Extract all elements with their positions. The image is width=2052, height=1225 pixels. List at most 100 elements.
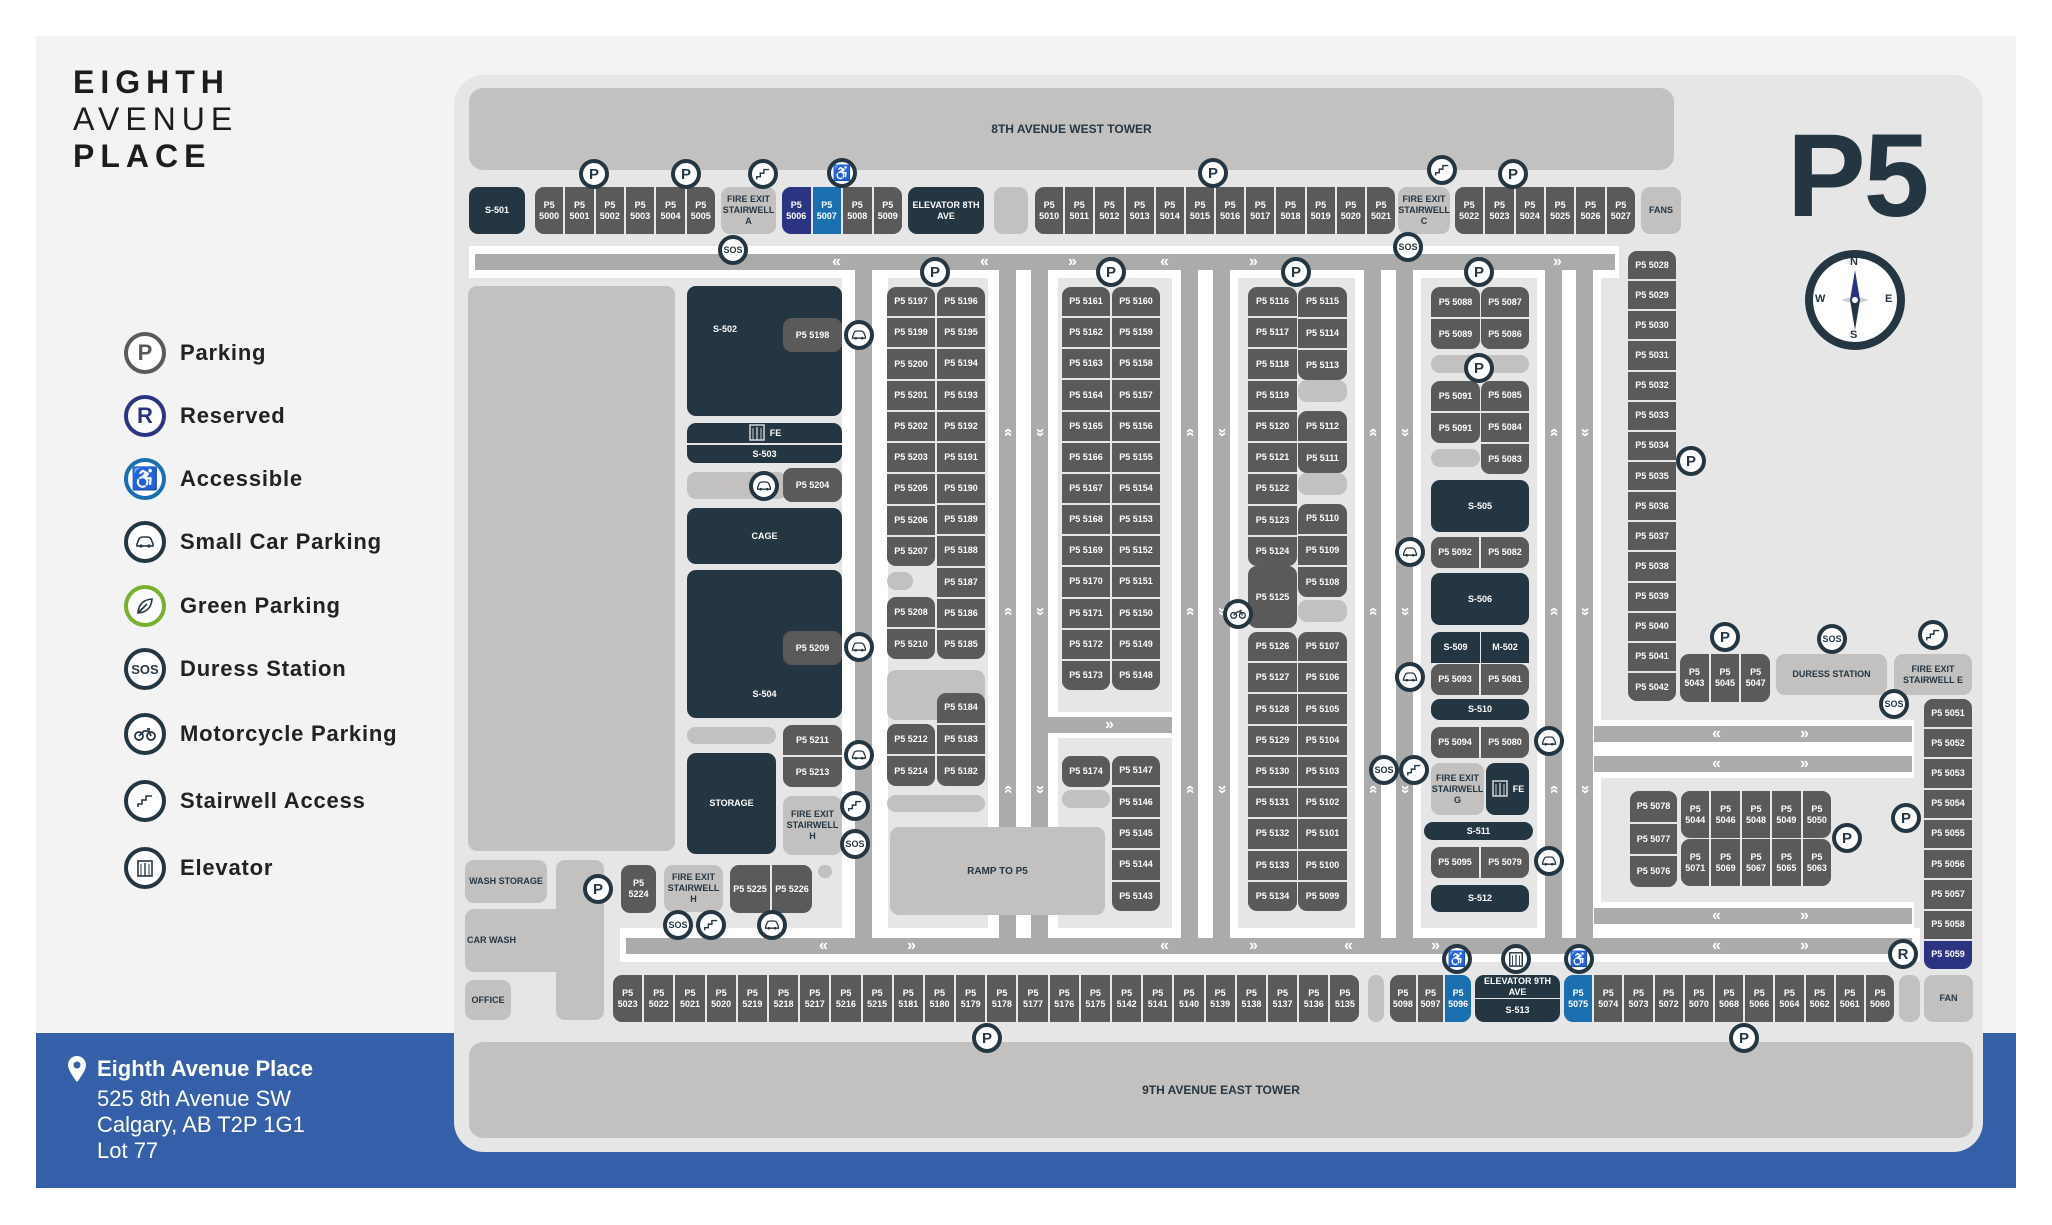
parking-stall: P5 5216 <box>831 975 861 1022</box>
parking-stall: P5 5000 <box>535 187 564 234</box>
parking-stall: P5 5106 <box>1298 663 1347 693</box>
fire-elevator-fe: FE <box>687 423 842 443</box>
parking-stall: P5 5022 <box>1455 187 1484 234</box>
motorcycle-m-502: M-502 <box>1481 632 1529 663</box>
legend-item-small-car: Small Car Parking <box>124 520 382 564</box>
parking-pin-icon: P <box>1198 158 1228 188</box>
parking-stall: P5 5027 <box>1606 187 1635 234</box>
parking-stall: P5 5045 <box>1710 654 1740 702</box>
parking-stall: P5 5208 <box>887 597 935 627</box>
parking-stall: P5 5020 <box>1336 187 1365 234</box>
arrow-up-icon: « <box>1365 785 1382 794</box>
parking-stall: P5 5152 <box>1112 536 1160 566</box>
arrow-up-icon: « <box>1000 428 1017 437</box>
green-icon <box>124 585 166 627</box>
parking-stall: P5 5151 <box>1112 567 1160 597</box>
arrow-down-icon: » <box>1577 428 1594 437</box>
storage-s-511: S-511 <box>1424 822 1533 840</box>
parking-stall: P5 5080 <box>1481 727 1529 758</box>
parking-stall: P5 5219 <box>737 975 767 1022</box>
parking-stall: P5 5025 <box>1545 187 1575 234</box>
road <box>1594 756 1912 772</box>
parking-stall: P5 5108 <box>1298 567 1347 597</box>
arrow-left-icon: « <box>1712 755 1721 772</box>
legend-item-accessible: ♿Accessible <box>124 457 303 501</box>
parking-stall: P5 5224 <box>621 865 656 913</box>
storage-s-510: S-510 <box>1431 699 1529 720</box>
parking-stall: P5 5078 <box>1630 791 1677 822</box>
unused-area <box>468 286 675 851</box>
legend-label: Duress Station <box>180 656 347 681</box>
address-street: 525 8th Avenue SW <box>97 1086 292 1111</box>
parking-stall: P5 5102 <box>1298 788 1347 818</box>
logo-line-1: EIGHTH <box>73 64 230 100</box>
level-label: P5 <box>1787 110 1929 242</box>
parking-stall: P5 5148 <box>1112 660 1160 690</box>
storage-s-506: S-506 <box>1431 573 1529 625</box>
parking-stall: P5 5111 <box>1298 443 1347 473</box>
parking-stall: P5 5113 <box>1298 350 1347 380</box>
legend-label: Elevator <box>180 855 274 880</box>
address-name: Eighth Avenue Place <box>97 1056 313 1081</box>
parking-stall: P5 5127 <box>1248 663 1297 693</box>
parking-stall: P5 5193 <box>937 380 985 410</box>
parking-stall: P5 5047 <box>1741 654 1770 702</box>
parking-stall: P5 5101 <box>1298 819 1347 849</box>
parking-stall: P5 5095 <box>1431 847 1479 878</box>
parking-stall: P5 5146 <box>1112 787 1160 817</box>
parking-stall: P5 5133 <box>1248 850 1297 880</box>
small-car-pin-icon <box>844 320 874 350</box>
legend-label: Reserved <box>180 403 286 428</box>
blocked-space <box>994 187 1028 234</box>
arrow-up-icon: « <box>1182 428 1199 437</box>
parking-pin-icon: P <box>1832 823 1862 853</box>
legend-label: Small Car Parking <box>180 529 382 554</box>
arrow-down-icon: » <box>1214 785 1231 794</box>
parking-stall: P5 5196 <box>937 287 985 317</box>
parking-pin-icon: P <box>972 1023 1002 1053</box>
parking-stall: P5 5203 <box>887 443 935 473</box>
parking-stall: P5 5068 <box>1714 975 1744 1022</box>
parking-stall: P5 5043 <box>1680 654 1709 702</box>
parking-stall: P5 5159 <box>1112 318 1160 348</box>
parking-stall: P5 5100 <box>1298 850 1347 880</box>
arrow-right-icon: » <box>907 937 916 954</box>
arrow-down-icon: » <box>1577 785 1594 794</box>
parking-stall: P5 5014 <box>1155 187 1184 234</box>
parking-pin-icon: P <box>583 874 613 904</box>
parking-stall: P5 5009 <box>873 187 902 234</box>
parking-icon: P <box>124 332 166 374</box>
parking-stall: P5 5094 <box>1431 727 1479 758</box>
parking-pin-icon: P <box>579 159 609 189</box>
elevator-8th-ave: ELEVATOR 8TH AVE <box>908 187 984 234</box>
parking-stall: P5 5212 <box>887 724 935 754</box>
parking-stall: P5 5134 <box>1248 881 1297 911</box>
arrow-right-icon: » <box>1068 253 1077 270</box>
parking-stall: P5 5038 <box>1628 552 1676 581</box>
parking-stall: P5 5162 <box>1062 318 1110 348</box>
accessible-icon: ♿ <box>124 458 166 500</box>
parking-stall: P5 5099 <box>1298 881 1347 911</box>
blocked-space <box>1368 975 1384 1022</box>
arrow-up-icon: « <box>1365 428 1382 437</box>
sos-pin-icon: SOS <box>1817 624 1847 654</box>
parking-pin-icon: P <box>1729 1023 1759 1053</box>
parking-stall: P5 5077 <box>1630 823 1677 855</box>
parking-stall: P5 5137 <box>1267 975 1298 1022</box>
location-pin-icon <box>68 1056 86 1087</box>
stall-group-left-5224: P5 5224 <box>621 865 656 913</box>
parking-stall: P5 5074 <box>1594 975 1623 1022</box>
parking-stall: P5 5198 <box>783 318 842 352</box>
legend-label: Green Parking <box>180 593 341 618</box>
parking-pin-icon: P <box>1464 353 1494 383</box>
road <box>855 270 872 938</box>
parking-stall: P5 5044 <box>1681 791 1710 838</box>
